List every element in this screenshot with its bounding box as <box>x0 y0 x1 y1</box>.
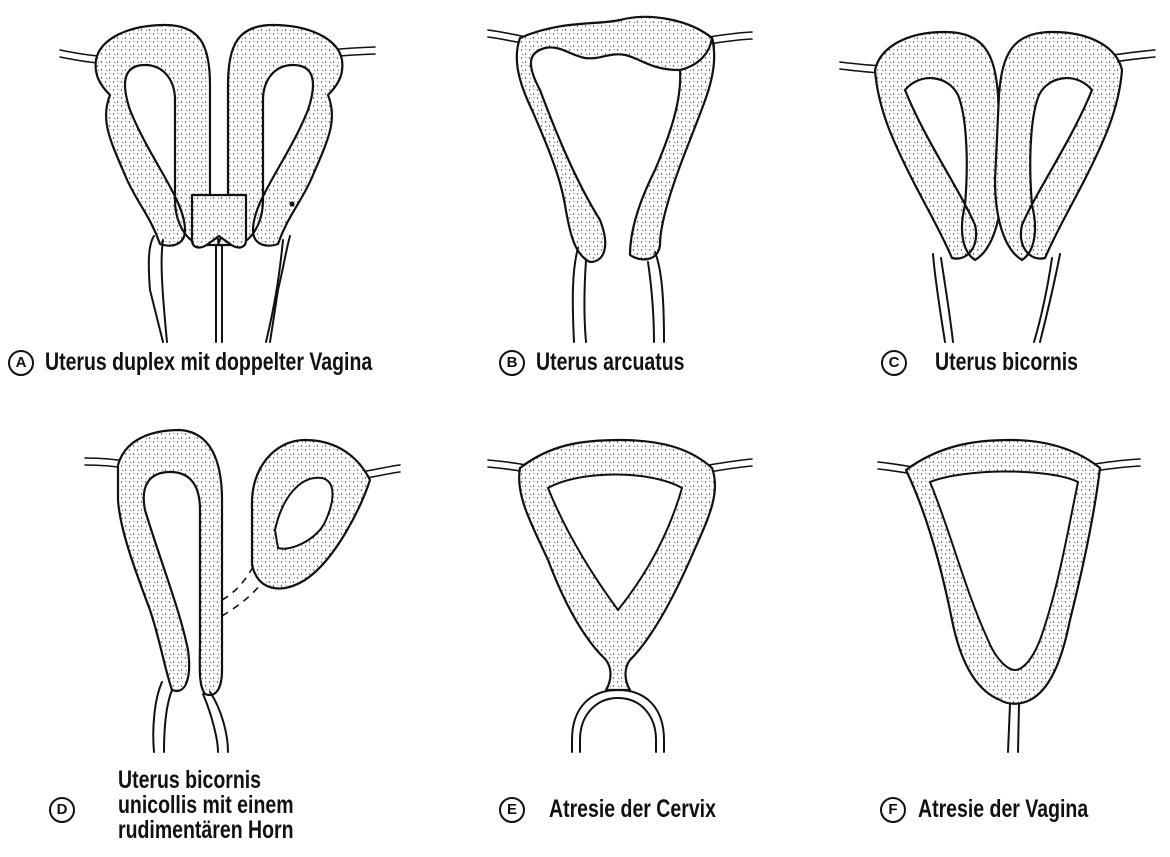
diagram-uterus-bicornis-unicollis <box>85 430 400 752</box>
label-badge-b: B <box>499 350 525 376</box>
diagram-uterus-arcuatus <box>488 17 752 342</box>
label-badge-e: E <box>499 797 525 823</box>
caption-uterus-arcuatus: Uterus arcuatus <box>536 350 684 375</box>
caption-atresie-der-cervix: Atresie der Cervix <box>549 797 716 822</box>
caption-line: Atresie der Vagina <box>918 795 1088 823</box>
diagram-uterus-bicornis <box>840 32 1155 342</box>
label-badge-a: A <box>8 350 34 376</box>
caption-line: Uterus arcuatus <box>536 348 684 376</box>
caption-uterus-duplex: Uterus duplex mit doppelter Vagina <box>45 350 372 375</box>
caption-line: rudimentären Horn <box>118 818 294 843</box>
caption-line: Uterus bicornis <box>118 768 294 793</box>
caption-line: Atresie der Cervix <box>549 795 716 823</box>
label-badge-c: C <box>881 350 907 376</box>
caption-uterus-bicornis-unicollis: Uterus bicornis unicollis mit einem rudi… <box>118 768 294 843</box>
label-badge-d: D <box>49 797 75 823</box>
caption-line: unicollis mit einem <box>118 793 294 818</box>
caption-atresie-der-vagina: Atresie der Vagina <box>918 797 1088 822</box>
label-badge-f: F <box>880 797 906 823</box>
diagram-atresie-der-vagina <box>878 440 1140 752</box>
caption-line: Uterus duplex mit doppelter Vagina <box>45 348 372 376</box>
caption-line: Uterus bicornis <box>935 348 1078 376</box>
diagram-atresie-der-cervix <box>488 440 752 752</box>
diagram-uterus-duplex <box>60 25 375 342</box>
caption-uterus-bicornis: Uterus bicornis <box>935 350 1078 375</box>
